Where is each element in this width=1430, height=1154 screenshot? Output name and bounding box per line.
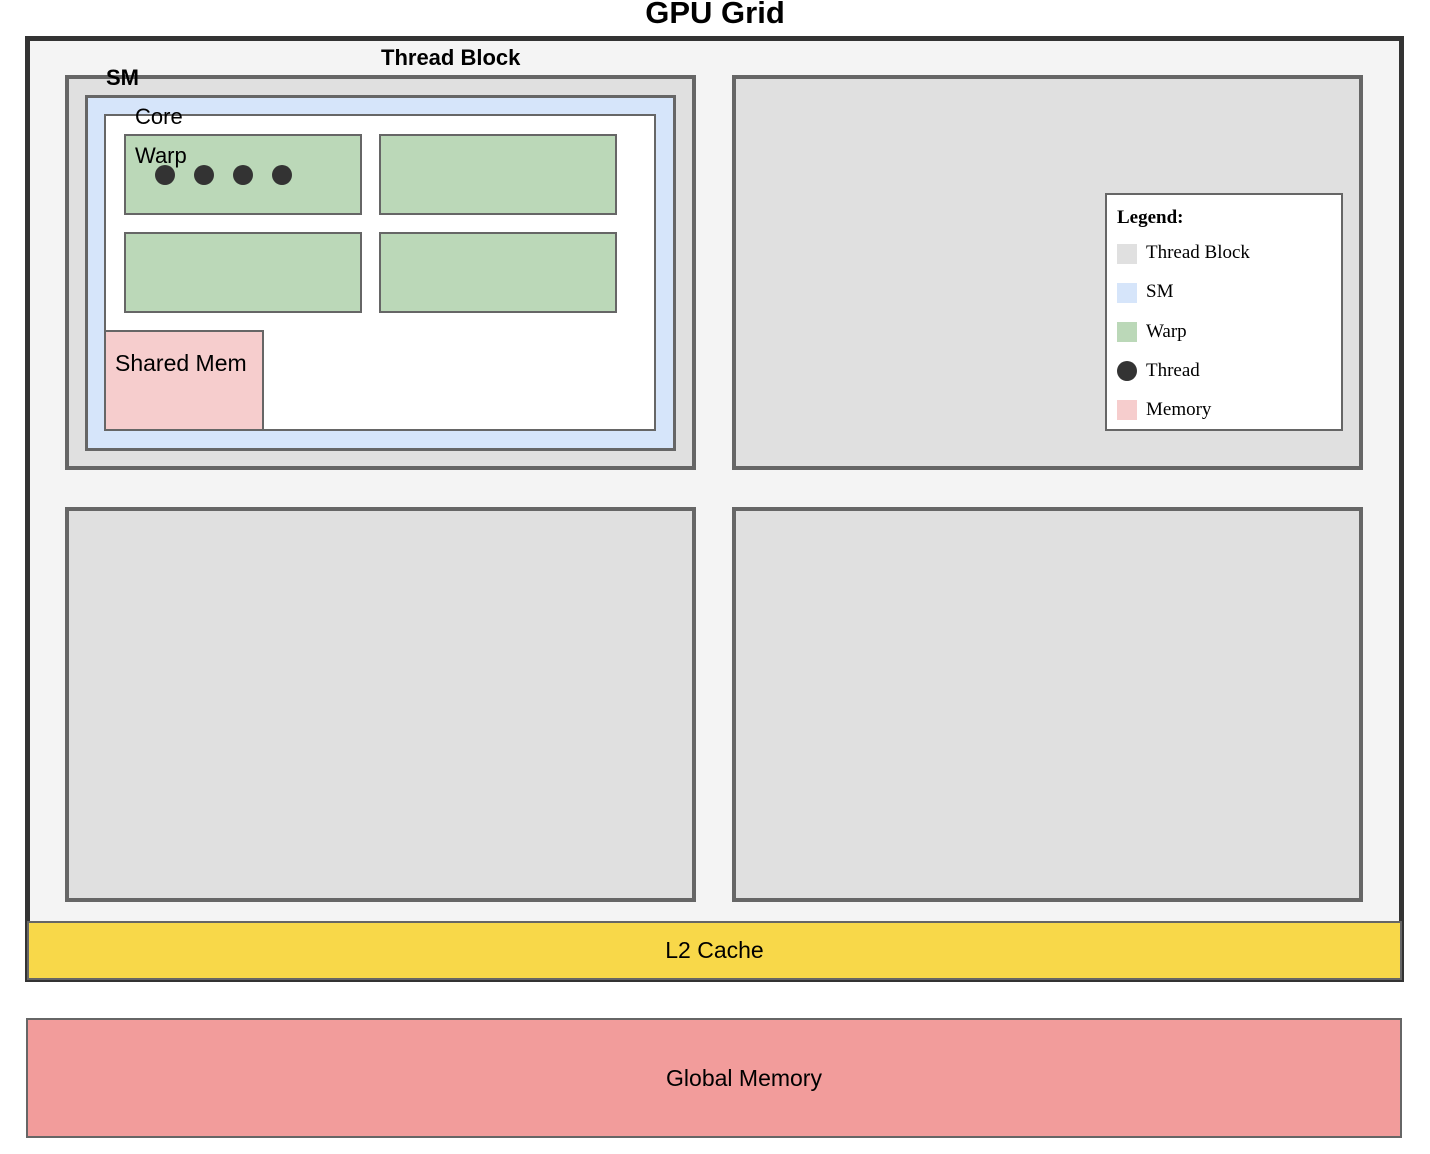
l2-cache-bar: L2 Cache [27, 921, 1402, 980]
legend-label-sm: SM [1146, 281, 1174, 302]
thread-block-bottom-right [732, 507, 1363, 902]
gpu-grid-title: GPU Grid [645, 0, 785, 30]
legend-swatch-sm [1117, 283, 1137, 303]
legend-title: Legend: [1117, 207, 1184, 228]
thread-dot [194, 165, 214, 185]
global-memory-bar: Global Memory [26, 1018, 1402, 1138]
global-memory-label: Global Memory [666, 1064, 822, 1091]
legend-swatch-warp [1117, 322, 1137, 342]
legend-label-warp: Warp [1146, 321, 1187, 342]
warp-box [124, 232, 362, 313]
legend-swatch-thread-block [1117, 244, 1137, 264]
shared-memory-box: Shared Mem [104, 330, 264, 431]
legend: Legend: Thread Block SM Warp Thread Memo… [1105, 193, 1343, 431]
thread-block-bottom-left [65, 507, 696, 902]
legend-swatch-memory [1117, 400, 1137, 420]
warp-label: Warp [135, 143, 187, 168]
thread-dot [155, 165, 175, 185]
core-label: Core [135, 104, 183, 129]
legend-label-memory: Memory [1146, 399, 1212, 420]
legend-swatch-thread [1117, 361, 1137, 381]
thread-dot [272, 165, 292, 185]
sm-label: SM [106, 65, 139, 90]
l2-cache-label: L2 Cache [665, 937, 764, 963]
thread-dot [233, 165, 253, 185]
legend-label-thread: Thread [1146, 360, 1200, 381]
shared-memory-label: Shared Mem [115, 350, 247, 376]
legend-label-thread-block: Thread Block [1146, 242, 1250, 263]
thread-block-label: Thread Block [381, 45, 521, 70]
warp-box [379, 134, 617, 215]
warp-box [379, 232, 617, 313]
